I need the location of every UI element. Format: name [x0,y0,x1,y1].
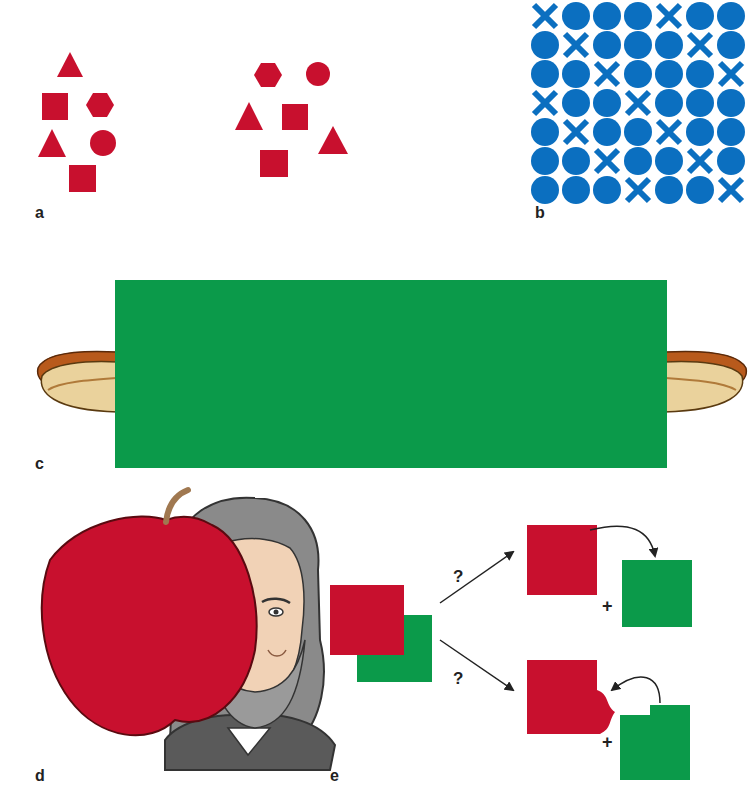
cross-mark [596,63,618,85]
panel-letter: b [535,205,545,221]
question-mark: ? [453,568,463,585]
dot-mark [531,60,559,88]
shape-group [38,52,348,192]
dot-mark [686,60,714,88]
panel-letter: a [35,205,44,221]
dot-cross-grid [531,2,745,204]
dot-mark [562,89,590,117]
question-mark: ? [453,670,463,687]
dot-mark [686,89,714,117]
cross-mark [627,92,649,114]
dot-mark [531,176,559,204]
dot-mark [686,176,714,204]
cross-mark [565,121,587,143]
dot-mark [593,89,621,117]
cross-mark [658,121,680,143]
dot-mark [655,176,683,204]
dot-mark [717,89,745,117]
dot-mark [624,147,652,175]
cross-mark [689,150,711,172]
cross-mark [658,5,680,27]
cross-mark [720,179,742,201]
cross-mark [534,92,556,114]
dot-mark [562,60,590,88]
dot-mark [717,118,745,146]
dot-mark [717,31,745,59]
dot-mark [655,89,683,117]
plus-sign: + [602,733,613,751]
dot-mark [655,31,683,59]
dot-mark [593,2,621,30]
dot-mark [593,176,621,204]
dot-mark [686,118,714,146]
dot-mark [624,118,652,146]
cross-mark [689,34,711,56]
panel-letter: e [330,768,339,784]
dot-mark [562,176,590,204]
dot-mark [593,118,621,146]
plus-sign: + [602,597,613,615]
cross-mark [565,34,587,56]
cross-mark [534,5,556,27]
dot-mark [717,2,745,30]
dot-mark [593,31,621,59]
occlusion-figure [330,525,692,780]
cross-mark [627,179,649,201]
cross-mark [596,150,618,172]
panel-letter: c [35,456,44,472]
dot-mark [717,147,745,175]
dot-mark [531,147,559,175]
dot-mark [624,31,652,59]
dot-mark [624,60,652,88]
portrait [42,490,335,770]
dot-mark [562,2,590,30]
cross-mark [720,63,742,85]
dot-mark [531,118,559,146]
occluder-rect [115,280,667,468]
dot-mark [624,2,652,30]
dot-mark [686,2,714,30]
dot-mark [655,60,683,88]
dot-mark [562,147,590,175]
dot-mark [655,147,683,175]
panel-letter: d [35,768,45,784]
dot-mark [531,31,559,59]
